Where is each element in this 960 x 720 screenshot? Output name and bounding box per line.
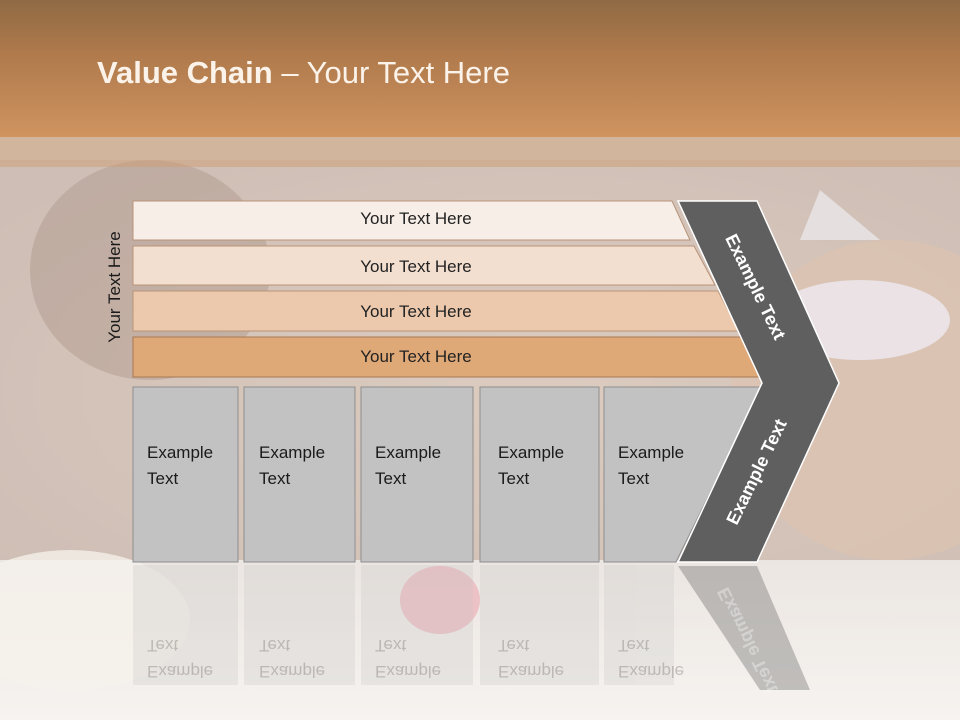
column-shape-4 [479, 386, 600, 563]
row-shape-1 [132, 200, 691, 241]
row-label-2: Your Text Here [360, 257, 472, 276]
slide-title: Value Chain – Your Text Here [97, 55, 510, 90]
column-shape-3 [360, 386, 474, 563]
chevron-shape [676, 200, 840, 563]
row-label-4: Your Text Here [360, 347, 472, 366]
row-shape-2 [132, 245, 716, 286]
column-reflections [133, 565, 674, 685]
row-label-1: Your Text Here [360, 209, 472, 228]
row-label-3: Your Text Here [360, 302, 472, 321]
column-shape-2 [243, 386, 356, 563]
column-shape-1 [132, 386, 239, 563]
chevron-reflection [678, 566, 810, 690]
column-shape-5 [603, 386, 763, 563]
header-band [0, 137, 960, 167]
header-bar [0, 0, 960, 137]
